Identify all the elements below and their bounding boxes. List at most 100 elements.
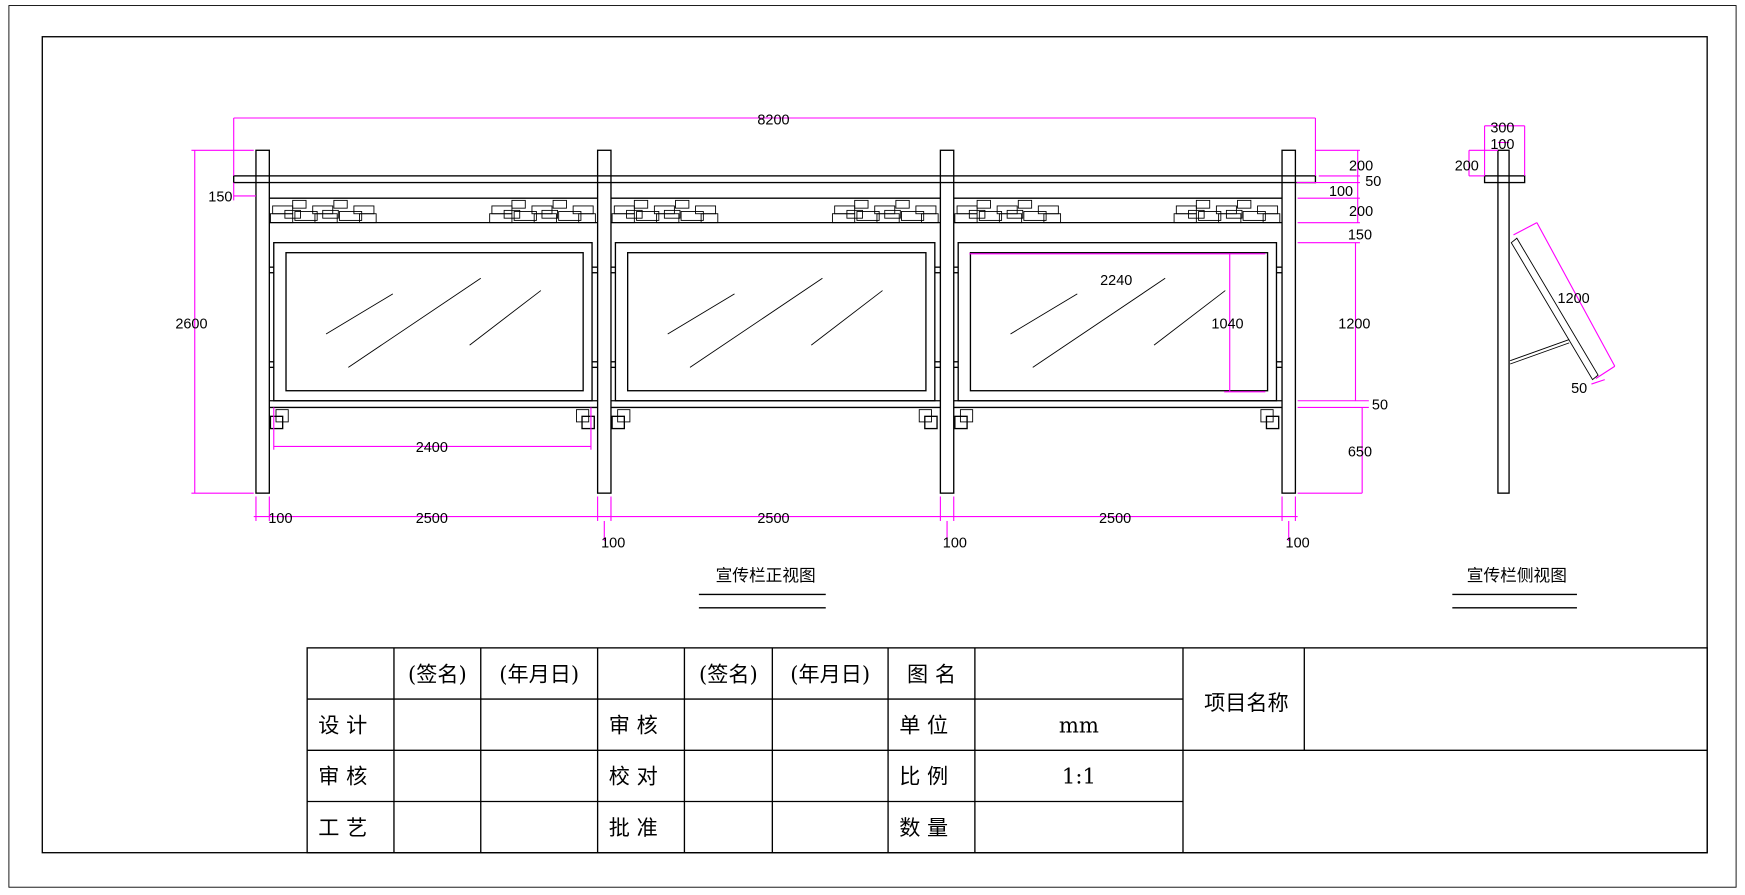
fretwork-block <box>284 209 301 219</box>
bracket <box>269 415 284 430</box>
panel-frame <box>273 242 593 402</box>
fretwork-block <box>272 205 294 215</box>
table-cell: 图 名 <box>907 661 956 686</box>
fretwork-block <box>1006 209 1024 219</box>
dim-side-cap-width: 300 <box>1490 120 1514 136</box>
post <box>255 149 270 494</box>
fretwork-block <box>895 199 910 209</box>
fretwork-block <box>846 209 863 219</box>
dim-rail: 50 <box>1372 398 1388 414</box>
fretwork-ornament <box>269 199 377 224</box>
dim-post-cap: 200 <box>1349 158 1373 174</box>
table-cell: 校 对 <box>609 764 658 789</box>
fretwork-ornament <box>611 199 719 224</box>
glass-reflection <box>325 293 394 335</box>
dim-side-post-width: 100 <box>1490 137 1514 153</box>
fretwork-block <box>1225 209 1243 219</box>
outer-frame <box>8 5 1737 888</box>
dim-post-width: 100 <box>1286 536 1310 552</box>
dim-gap: 150 <box>1348 227 1372 243</box>
dimension-line <box>1591 379 1605 385</box>
bracket <box>275 409 289 423</box>
post <box>1281 149 1297 494</box>
bracket <box>581 415 595 430</box>
side-brace <box>1510 342 1570 365</box>
fretwork-block <box>856 211 880 221</box>
glass-reflection <box>1032 277 1166 368</box>
table-cell: mm <box>1059 712 1099 737</box>
bracket <box>959 409 974 423</box>
table-cell: 批 准 <box>609 815 658 840</box>
fretwork-block <box>976 199 991 209</box>
fretwork-block <box>636 211 660 221</box>
project-name-label: 项目名称 <box>1204 690 1289 715</box>
fretwork-block <box>1195 199 1211 209</box>
fretwork-block <box>292 199 307 209</box>
table-cell: 单 位 <box>899 712 948 737</box>
fretwork-block <box>338 211 363 221</box>
fretwork-block <box>884 209 901 219</box>
table-cell: 审 核 <box>318 764 367 789</box>
bracket <box>1265 415 1280 430</box>
front-view-title: 宣传栏正视图 <box>716 566 816 585</box>
fretwork-block <box>968 209 986 219</box>
side-post <box>1497 149 1510 494</box>
side-view <box>1483 149 1599 494</box>
fretwork-block <box>915 205 937 215</box>
fretwork-ornament <box>1173 199 1281 224</box>
post <box>939 149 955 494</box>
bracket <box>611 415 625 430</box>
fretwork-block <box>834 205 856 215</box>
fretwork-block <box>322 209 339 219</box>
fretwork-block <box>1188 209 1205 219</box>
dim-total-height: 2600 <box>175 316 207 332</box>
bracket <box>576 409 590 423</box>
fretwork-block <box>978 211 1003 221</box>
table-cell: (年月日) <box>790 661 870 686</box>
glass-reflection <box>1010 293 1078 335</box>
fretwork-block <box>626 209 643 219</box>
dim-bay: 2500 <box>1099 511 1131 527</box>
dimension-labels: 8200 2600 150 200 50 100 200 150 1200 50… <box>175 113 1589 552</box>
fretwork-block <box>1237 199 1252 209</box>
fretwork-block <box>294 211 318 221</box>
dim-glass-width: 2240 <box>1100 273 1132 289</box>
dimension-line <box>1536 222 1616 367</box>
fretwork-block <box>333 199 348 209</box>
fretwork-block <box>956 205 978 215</box>
front-view <box>233 149 1317 494</box>
dim-post-width: 100 <box>943 536 967 552</box>
table-cell: (签名) <box>699 661 758 686</box>
dim-glass-height: 1040 <box>1211 316 1243 332</box>
dim-side-panel-thickness: 50 <box>1571 381 1587 397</box>
fretwork-block <box>353 205 375 215</box>
dimension-line <box>1595 365 1616 379</box>
fretwork-ornament <box>954 199 1062 224</box>
side-cap <box>1483 175 1526 184</box>
dim-bay: 2500 <box>416 511 448 527</box>
fretwork-block <box>680 211 704 221</box>
bracket <box>1260 409 1274 423</box>
table-cell: 设 计 <box>318 712 367 737</box>
fretwork-block <box>1242 211 1266 221</box>
side-panel <box>1510 237 1599 381</box>
fretwork-block <box>1023 211 1047 221</box>
fretwork-block <box>552 199 567 209</box>
fretwork-block <box>1037 205 1059 215</box>
fretwork-block <box>854 199 869 209</box>
fretwork-block <box>1017 199 1033 209</box>
dim-base: 650 <box>1348 444 1372 460</box>
fretwork-block <box>541 209 558 219</box>
fretwork-block <box>613 205 635 215</box>
glass-reflection <box>469 290 542 346</box>
dim-offset: 100 <box>1329 184 1353 200</box>
glass-reflection <box>1153 290 1226 346</box>
table-cell: 1:1 <box>1062 764 1096 789</box>
table-cell: (签名) <box>408 661 467 686</box>
fretwork-block <box>503 209 521 219</box>
dim-post-width: 100 <box>601 536 625 552</box>
dimension-line <box>1513 222 1538 236</box>
side-brace <box>1510 339 1570 362</box>
